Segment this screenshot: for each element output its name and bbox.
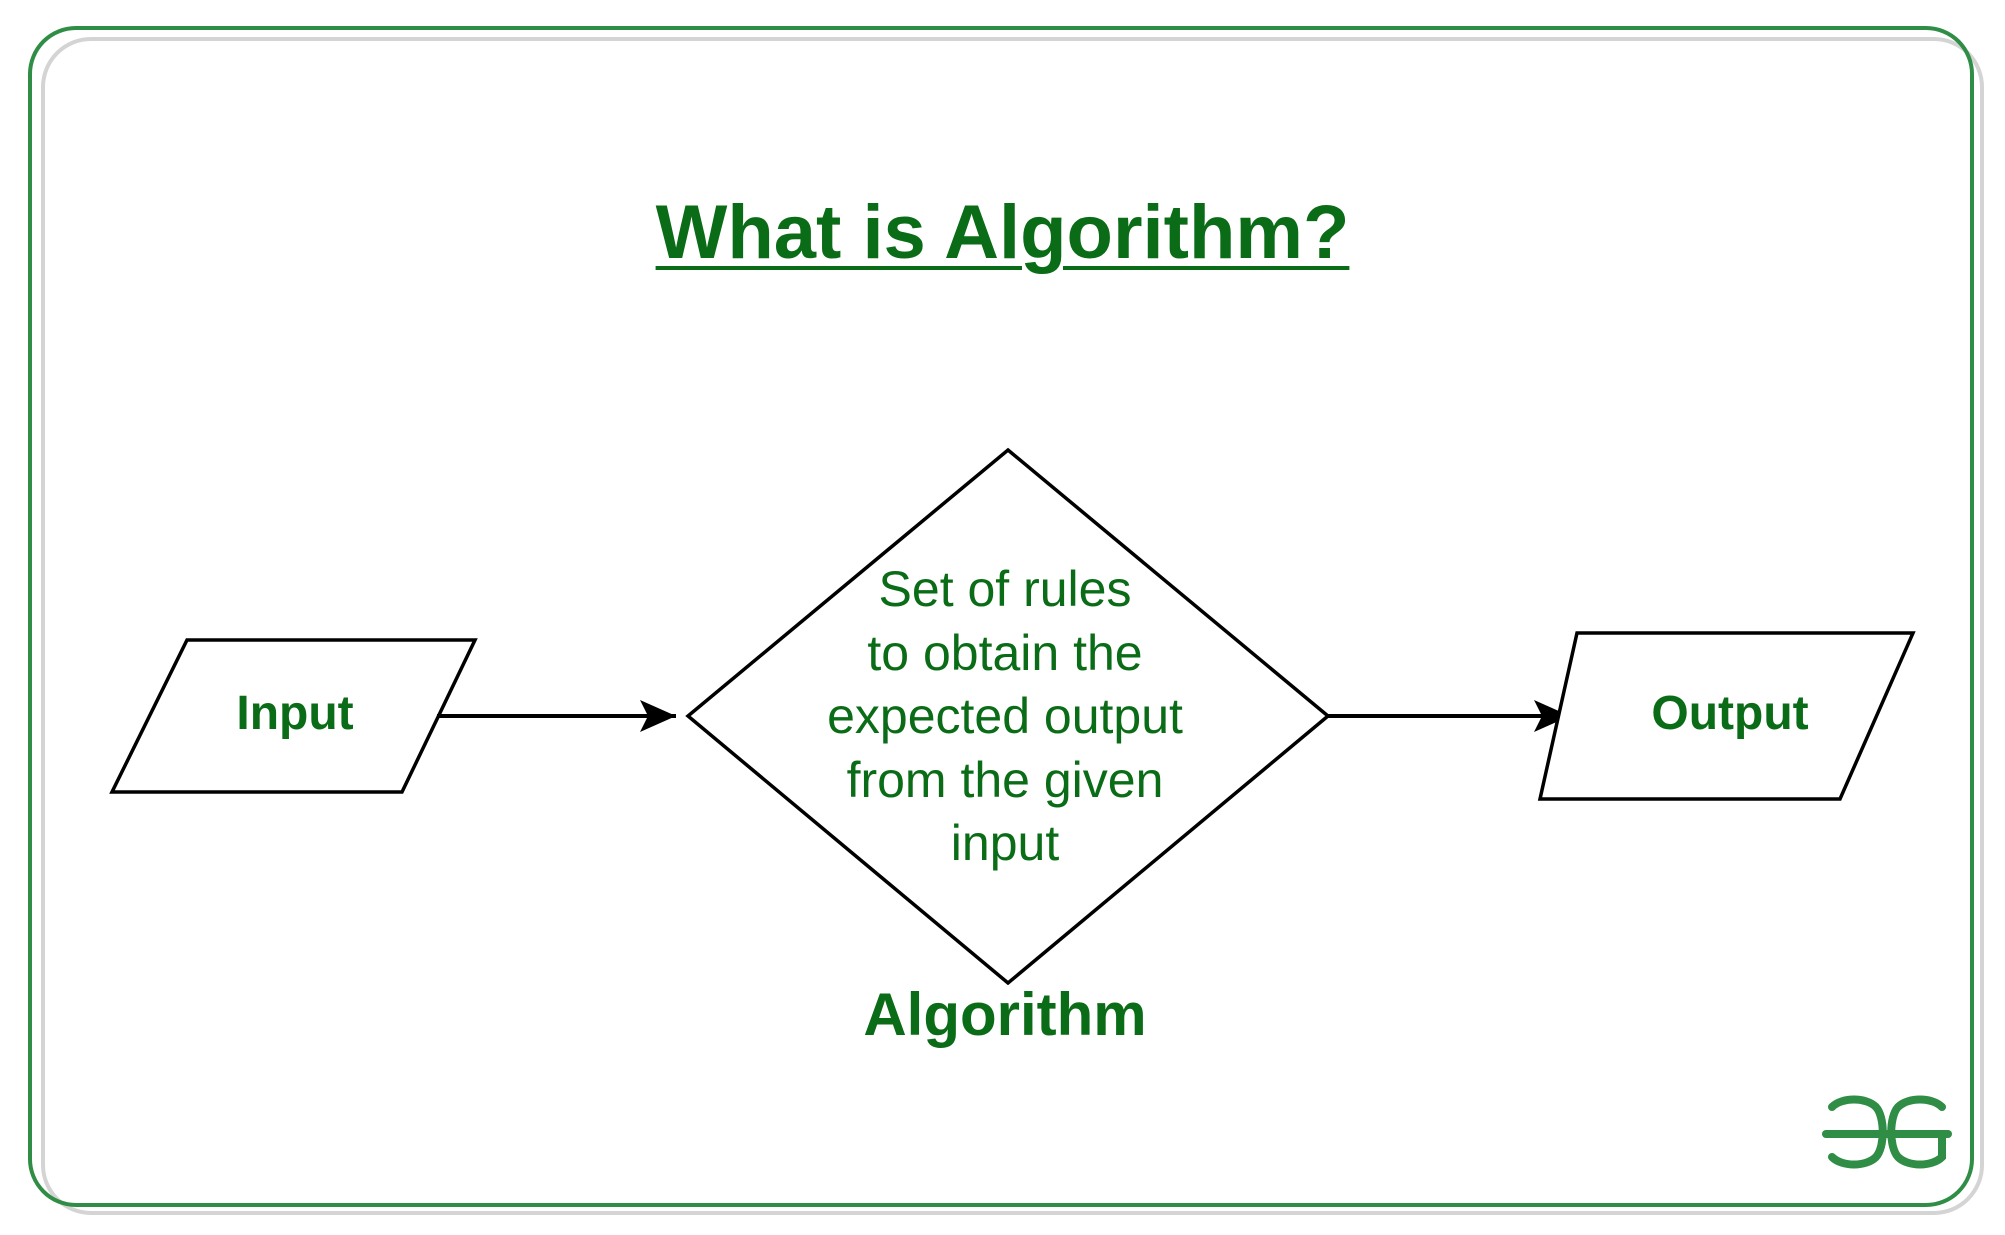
input-label: Input <box>236 687 354 740</box>
output-parallelogram <box>1537 631 1916 801</box>
input-parallelogram <box>109 638 478 794</box>
frame-shadow <box>41 37 1984 1215</box>
algorithm-caption: Algorithm <box>863 981 1147 1048</box>
algorithm-description-line: Set of rules <box>878 561 1132 617</box>
diagram-title: What is Algorithm? <box>655 190 1350 275</box>
algorithm-description: Set of rules to obtain the expected outp… <box>760 558 1250 876</box>
output-label: Output <box>1651 687 1809 740</box>
algorithm-diamond <box>685 447 1331 986</box>
algorithm-description-line: from the given <box>846 751 1164 808</box>
algorithm-description-line: expected output <box>827 688 1183 744</box>
diagram-frame <box>28 26 1974 1207</box>
geeksforgeeks-logo-icon <box>1822 1095 1952 1169</box>
algorithm-description-line: input <box>950 815 1060 871</box>
algorithm-description-line: to obtain the <box>867 624 1143 681</box>
